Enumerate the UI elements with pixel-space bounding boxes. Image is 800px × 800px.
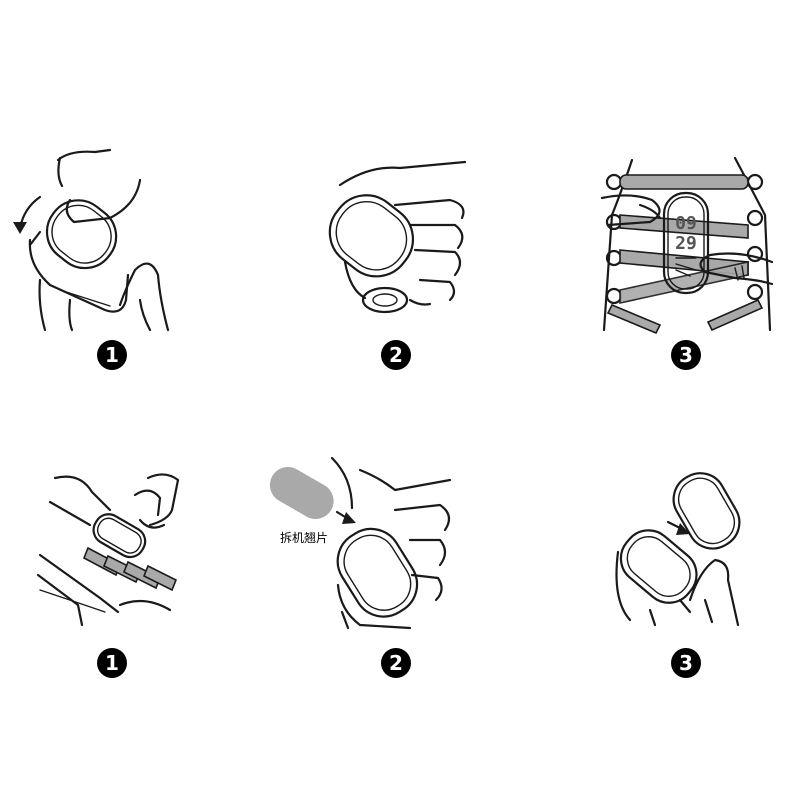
step-number-top-1: 1	[97, 340, 127, 370]
step-number-text: 2	[389, 343, 403, 367]
step-number-bottom-2: 2	[381, 648, 411, 678]
strap-ring	[361, 286, 409, 314]
step-number-text: 3	[679, 651, 693, 675]
step-number-text: 1	[105, 343, 119, 367]
finger-left	[600, 194, 661, 227]
finger-top	[338, 160, 467, 187]
hand	[615, 550, 632, 622]
step-number-text: 3	[679, 343, 693, 367]
pry-tool-label: 拆机翘片	[280, 530, 328, 545]
panel-bottom-2-illustration: 拆机翘片	[269, 456, 452, 630]
step-number-text: 2	[389, 651, 403, 675]
hand-left	[53, 475, 112, 512]
strap-body	[28, 238, 130, 313]
panel-bottom-1-illustration	[36, 473, 180, 627]
loose-module	[672, 472, 741, 550]
thumb	[65, 178, 142, 224]
eyelet	[605, 173, 623, 191]
finger-right	[699, 252, 774, 286]
panel-bottom-3-illustration	[615, 472, 741, 627]
lace-tip	[606, 303, 662, 335]
lace-strap	[619, 174, 749, 190]
hand-right	[146, 473, 180, 527]
tracker-capsule	[336, 527, 419, 618]
strap-holder	[619, 529, 698, 604]
step-number-bottom-1: 1	[97, 648, 127, 678]
step-number-text: 1	[105, 651, 119, 675]
panel-top-2-illustration	[328, 160, 467, 314]
screen-minute: 29	[675, 233, 697, 254]
screen-hour: 09	[675, 213, 697, 234]
tracker-screen	[662, 191, 710, 295]
tracker-capsule	[328, 194, 415, 278]
pry-tool	[269, 467, 334, 519]
panel-top-1-illustration	[13, 148, 170, 332]
panel-top-3-illustration: 09 29	[600, 156, 774, 335]
tracker-capsule	[45, 199, 118, 270]
step-number-top-2: 2	[381, 340, 411, 370]
tracker-capsule	[92, 513, 147, 559]
finger-top	[330, 456, 354, 510]
step-number-top-3: 3	[671, 340, 701, 370]
step-number-bottom-3: 3	[671, 648, 701, 678]
rotate-arrowhead-icon	[13, 222, 27, 234]
